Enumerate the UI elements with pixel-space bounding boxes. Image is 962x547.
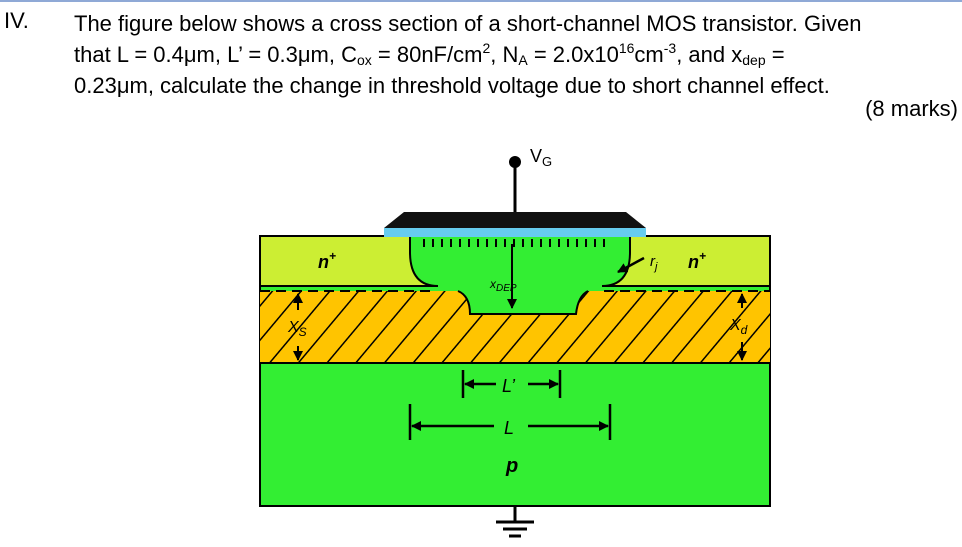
mos-cross-section-figure: VG n+ n+ rj xDEP XS Xd L’ L p: [259, 146, 771, 538]
gate-oxide: [384, 228, 646, 237]
question-number: IV.: [4, 8, 29, 33]
cm2-superscript: 2: [482, 40, 491, 56]
n-plus-right-label: n+: [688, 249, 706, 272]
gate-terminal: [509, 156, 521, 168]
gate-electrode: [384, 212, 646, 228]
xd-label: Xd: [729, 317, 748, 337]
cm3-superscript: -3: [663, 40, 677, 56]
n-plus-source: [259, 235, 439, 287]
n-plus-drain: [601, 235, 771, 287]
na-exponent: 16: [618, 40, 635, 56]
rj-label: rj: [650, 253, 658, 273]
given-l: that L = 0.4μm, L’ = 0.3μm, C: [74, 42, 357, 67]
given-na-unit: cm: [634, 42, 664, 67]
given-xdep: , and x: [676, 42, 743, 67]
given-na: = 2.0x10: [527, 42, 619, 67]
rj-arrow: [617, 256, 645, 274]
question-text: The figure below shows a cross section o…: [74, 8, 958, 101]
question-line-1-text: The figure below shows a cross section o…: [74, 11, 862, 36]
question-line-3: 0.23μm, calculate the change in threshol…: [74, 70, 958, 101]
l-prime-label: L’: [502, 376, 516, 396]
question-line-3-text: 0.23μm, calculate the change in threshol…: [74, 73, 830, 98]
depletion-hatching: [260, 291, 770, 363]
na-subscript: A: [518, 52, 528, 68]
vg-label: VG: [530, 146, 552, 169]
n-plus-left-label: n+: [318, 249, 336, 272]
marks: (8 marks): [865, 96, 958, 121]
inversion-charges: [423, 239, 605, 247]
given-xdep-eq: =: [765, 42, 785, 67]
channel-depletion-edge: [457, 290, 589, 315]
top-rule: [0, 0, 962, 2]
given-na-sep: , N: [490, 42, 519, 67]
xdep-subscript: dep: [742, 52, 766, 68]
cox-subscript: ox: [356, 52, 372, 68]
question-line-2: that L = 0.4μm, L’ = 0.3μm, Cox = 80nF/c…: [74, 39, 958, 70]
xdep-label: xDEP: [489, 277, 517, 294]
p-label: p: [505, 455, 518, 477]
xs-label: XS: [287, 319, 307, 339]
question-line-1: The figure below shows a cross section o…: [74, 8, 958, 39]
l-label: L: [504, 418, 514, 438]
given-cox: = 80nF/cm: [371, 42, 483, 67]
